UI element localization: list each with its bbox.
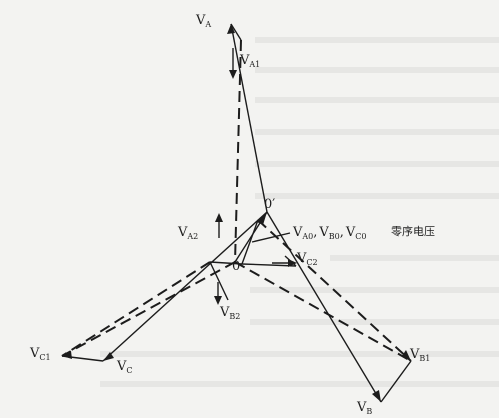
vb2-arrowhead xyxy=(214,296,222,305)
va-tip-arrow xyxy=(227,24,235,34)
dashed-vb1-line xyxy=(234,261,412,362)
label-vc2: VC2 xyxy=(296,251,318,267)
label-zero-sequence-voltage: 零序电压 xyxy=(391,224,435,238)
dashed-vc2-line xyxy=(61,261,211,357)
background-text-lines xyxy=(100,37,499,387)
dashed-vb2-line xyxy=(257,219,412,362)
phasor-vc xyxy=(102,211,268,362)
dashed-va1-line xyxy=(234,39,242,263)
va2-arrowhead xyxy=(215,213,223,222)
phasor-vc2 xyxy=(241,263,297,267)
va1-arrowhead xyxy=(229,70,237,79)
dashed-vc1-line xyxy=(61,261,236,357)
label-origin-prime: 0′ xyxy=(264,197,275,212)
zero-seq-leader xyxy=(251,232,291,243)
phasor-vb2 xyxy=(209,261,243,265)
label-vb2: VB2 xyxy=(219,305,240,321)
label-va: VA xyxy=(195,13,211,29)
label-origin: 0 xyxy=(232,259,240,274)
zero-seq-tip-arrow xyxy=(257,212,267,225)
label-vb: VB xyxy=(356,400,372,416)
vc1-tip-arrow xyxy=(62,351,72,359)
vc-tip-arrow xyxy=(103,352,114,361)
vc2-arrowhead xyxy=(288,259,297,267)
label-vc1: VC1 xyxy=(29,346,51,362)
vb1-tip-arrow xyxy=(402,350,411,361)
vb-tip-arrow xyxy=(372,390,381,402)
phasor-vb1-segment xyxy=(380,360,412,403)
label-zero-sequence: VA0,VB0,VC0 xyxy=(292,225,367,241)
phasor-vb xyxy=(266,211,382,403)
vb2-connector xyxy=(209,261,229,301)
label-vb1: VB1 xyxy=(409,347,430,363)
phasor-va1-segment xyxy=(230,23,242,41)
phasor-va xyxy=(230,23,268,213)
label-va2: VA2 xyxy=(177,225,198,241)
phasor-va2 xyxy=(241,219,259,265)
label-va1: VA1 xyxy=(239,53,260,69)
label-vc: VC xyxy=(116,359,133,375)
